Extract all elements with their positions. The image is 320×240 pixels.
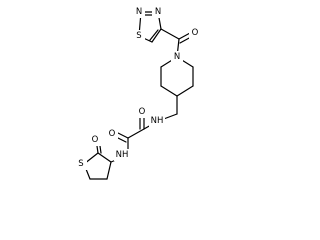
- atom-label-s: S: [136, 31, 141, 41]
- bond: [160, 85, 178, 97]
- atom-label-n: N: [155, 7, 161, 17]
- atom-label-nh: NH: [151, 116, 164, 126]
- atom-labels: N N S O N NH O O NH O S: [75, 6, 201, 170]
- bond: [160, 28, 180, 40]
- bond: [117, 132, 129, 139]
- bond: [151, 28, 162, 43]
- bond: [97, 152, 112, 163]
- atom-label-o: O: [92, 135, 99, 145]
- bond: [178, 32, 191, 40]
- bond: [96, 145, 99, 154]
- bond: [149, 29, 159, 41]
- bond: [106, 161, 112, 180]
- atom-label-o: O: [109, 129, 116, 139]
- atom-label-s: S: [78, 159, 83, 169]
- bond: [99, 145, 102, 154]
- atom-label-n: N: [174, 52, 180, 62]
- bond: [176, 85, 194, 97]
- bond: [127, 128, 145, 139]
- atom-label-o: O: [192, 28, 199, 38]
- structure-diagram: N N S O N NH O O NH O S: [75, 6, 201, 180]
- atom-label-n: N: [136, 7, 142, 17]
- atom-label-o: O: [139, 107, 146, 117]
- atom-label-nh: NH: [116, 150, 129, 160]
